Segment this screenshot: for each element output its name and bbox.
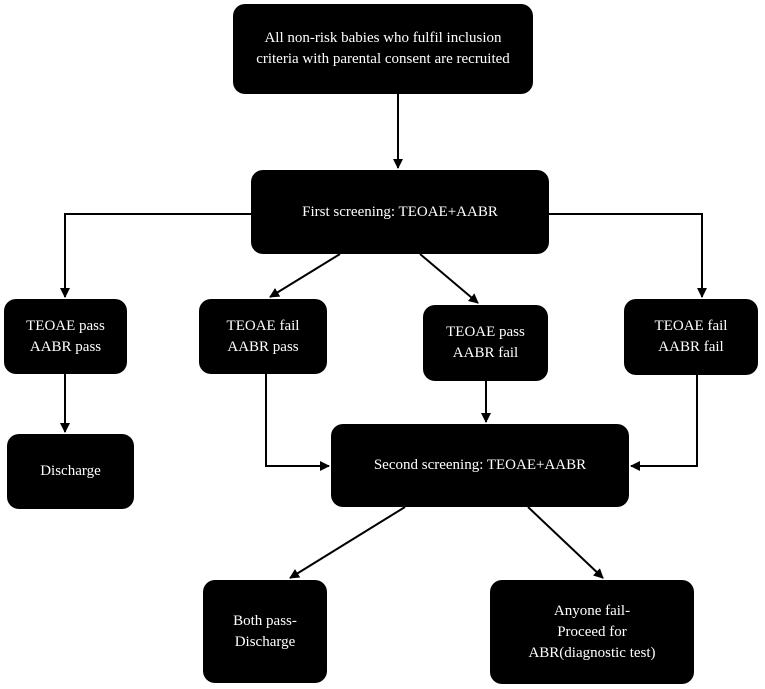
node-recruitment-line-2: criteria with parental consent are recru… — [256, 51, 510, 67]
node-second-screening-label: Second screening: TEOAE+AABR — [373, 457, 587, 473]
node-first-screening-label: First screening: TEOAE+AABR — [302, 203, 498, 220]
node-b2-line-1: TEOAE fail — [226, 317, 300, 334]
node-teoae-fail-aabr-fail: TEOAE fail AABR fail — [624, 299, 758, 375]
node-teoae-fail-aabr-pass: TEOAE fail AABR pass — [199, 299, 327, 374]
arrow-b2-to-second — [265, 374, 330, 471]
node-b1-line-2: AABR pass — [29, 338, 102, 355]
node-first-screening: First screening: TEOAE+AABR — [251, 170, 549, 254]
arrow-first-to-b4 — [549, 213, 707, 298]
arrow-first-to-b2 — [269, 253, 341, 298]
node-both-pass: Both pass- Discharge — [203, 580, 327, 683]
node-b3-line-2: AABR fail — [452, 345, 519, 361]
arrow-first-to-b1 — [60, 213, 251, 298]
node-recruitment: All non-risk babies who fulfil inclusion… — [233, 4, 533, 94]
arrow-first-to-b3 — [419, 253, 479, 304]
node-discharge: Discharge — [7, 434, 134, 509]
node-any-line-3: ABR(diagnostic test) — [528, 644, 656, 661]
node-b2-line-2: AABR pass — [227, 338, 299, 355]
node-both-line-1: Both pass- — [233, 612, 297, 629]
node-both-line-2: Discharge — [234, 633, 296, 650]
arrow-b4-to-second — [630, 375, 698, 471]
node-discharge-label: Discharge — [40, 463, 101, 479]
node-any-line-1: Anyone fail- — [553, 602, 631, 619]
node-teoae-pass-aabr-pass: TEOAE pass AABR pass — [4, 299, 127, 374]
node-anyone-fail: Anyone fail- Proceed for ABR(diagnostic … — [490, 580, 694, 684]
node-second-screening: Second screening: TEOAE+AABR — [331, 424, 629, 507]
node-b1-line-1: TEOAE pass — [26, 317, 105, 334]
node-b4-line-1: TEOAE fail — [654, 318, 728, 334]
node-any-line-2: Proceed for — [557, 623, 627, 640]
arrow-second-to-both — [289, 506, 406, 579]
node-b3-line-1: TEOAE pass — [446, 324, 525, 340]
arrow-second-to-any — [527, 506, 604, 579]
node-recruitment-line-1: All non-risk babies who fulfil inclusion — [264, 30, 502, 46]
node-b4-line-2: AABR fail — [658, 339, 724, 355]
node-teoae-pass-aabr-fail: TEOAE pass AABR fail — [423, 305, 548, 381]
